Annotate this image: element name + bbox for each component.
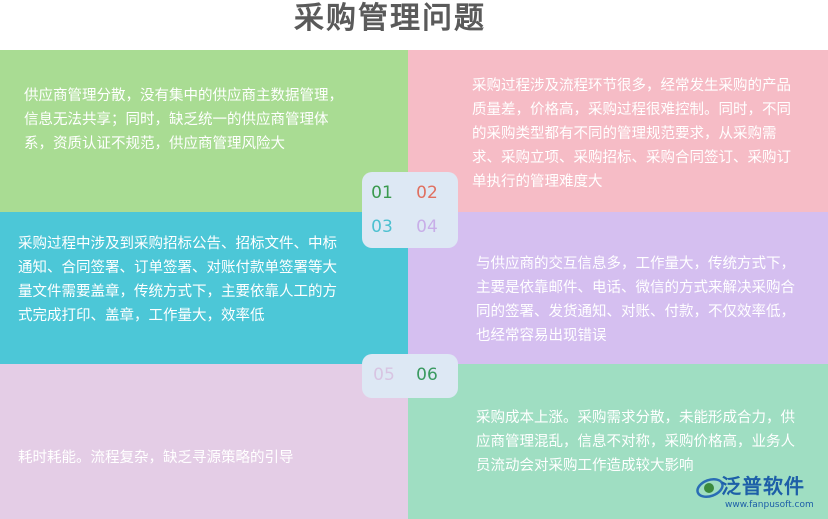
number-badge-lower: [362, 354, 458, 398]
number-02: 02: [416, 183, 438, 203]
number-06: 06: [416, 365, 438, 385]
panel-03: 采购过程中涉及到采购招标公告、招标文件、中标通知、合同签署、订单签署、对账付款单…: [0, 212, 408, 364]
panel-02: 采购过程涉及流程环节很多，经常发生采购的产品质量差，价格高，采购过程很难控制。同…: [408, 50, 828, 212]
panel-05-text: 耗时耗能。流程复杂，缺乏寻源策略的引导: [18, 450, 294, 466]
panel-01: 供应商管理分散，没有集中的供应商主数据管理，信息无法共享；同时，缺乏统一的供应商…: [0, 50, 408, 212]
panel-04: 与供应商的交互信息多，工作量大，传统方式下，主要是依靠邮件、电话、微信的方式来解…: [408, 212, 828, 364]
fanpu-logo-icon: [696, 478, 724, 498]
panel-01-text: 供应商管理分散，没有集中的供应商主数据管理，信息无法共享；同时，缺乏统一的供应商…: [24, 88, 343, 152]
number-04: 04: [416, 217, 438, 237]
number-05: 05: [373, 365, 395, 385]
logo: 泛普软件 www.fanpusoft.com: [695, 470, 825, 516]
panel-05: 耗时耗能。流程复杂，缺乏寻源策略的引导: [0, 364, 408, 519]
panel-02-text: 采购过程涉及流程环节很多，经常发生采购的产品质量差，价格高，采购过程很难控制。同…: [472, 78, 791, 190]
logo-url: www.fanpusoft.com: [725, 500, 814, 510]
panel-03-text: 采购过程中涉及到采购招标公告、招标文件、中标通知、合同签署、订单签署、对账付款单…: [18, 236, 337, 324]
panel-06-text: 采购成本上涨。采购需求分散，未能形成合力，供应商管理混乱，信息不对称，采购价格高…: [476, 410, 795, 474]
number-03: 03: [371, 217, 393, 237]
panel-04-text: 与供应商的交互信息多，工作量大，传统方式下，主要是依靠邮件、电话、微信的方式来解…: [476, 256, 795, 344]
page-title: 采购管理问题: [294, 1, 486, 36]
panel-06: 采购成本上涨。采购需求分散，未能形成合力，供应商管理混乱，信息不对称，采购价格高…: [408, 364, 828, 519]
number-badge-upper: [362, 172, 458, 248]
logo-name: 泛普软件: [721, 474, 805, 498]
number-01: 01: [371, 183, 393, 203]
